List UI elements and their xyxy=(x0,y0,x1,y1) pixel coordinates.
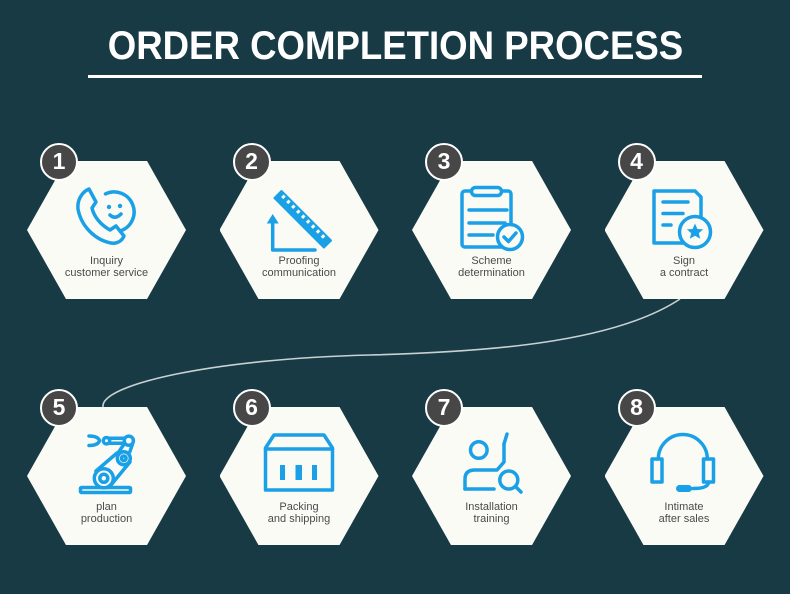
robot-arm-icon xyxy=(78,434,135,495)
step-label-line: Inquiry xyxy=(89,255,124,267)
step-label-line: communication xyxy=(262,266,336,279)
step-label: Installation training xyxy=(412,501,571,525)
package-box-icon xyxy=(263,433,335,492)
step-2: Proofing communication 2 xyxy=(219,143,379,299)
step-label-line: after sales xyxy=(658,512,710,525)
phone-smiley-icon xyxy=(75,187,136,245)
step-label-line: customer service xyxy=(64,266,149,279)
step-1: Inquiry customer service 1 xyxy=(27,143,186,299)
contract-star-icon xyxy=(652,189,713,250)
clipboard-check-icon xyxy=(459,185,524,252)
step-number-badge: 3 xyxy=(425,143,463,181)
step-label: Inquiry customer service xyxy=(27,255,186,279)
connector-path xyxy=(102,298,681,408)
step-4: Sign a contract 4 xyxy=(604,143,764,299)
step-label: Packing and shipping xyxy=(220,501,379,525)
ruler-angle-icon xyxy=(266,190,332,252)
step-number-badge: 5 xyxy=(40,389,78,427)
step-label-line: Intimate xyxy=(664,501,704,513)
step-label-line: a contract xyxy=(659,266,709,279)
headset-icon xyxy=(650,432,716,492)
step-label-line: training xyxy=(473,512,510,525)
step-6: Packing and shipping 6 xyxy=(219,389,379,545)
step-label-line: Packing xyxy=(279,501,319,513)
step-number-badge: 7 xyxy=(425,389,463,427)
step-number-badge: 6 xyxy=(232,389,271,427)
step-label: Intimate after sales xyxy=(605,501,764,525)
title-underline xyxy=(88,75,702,78)
step-number-badge: 8 xyxy=(617,389,656,427)
page-title-text: ORDER COMPLETION PROCESS xyxy=(107,24,683,68)
step-5: plan production 5 xyxy=(27,389,186,545)
step-3: Scheme determination 3 xyxy=(412,143,571,299)
step-hexagon xyxy=(219,161,379,299)
step-number-badge: 2 xyxy=(232,143,271,181)
step-number-badge: 4 xyxy=(617,143,656,181)
step-hexagon xyxy=(604,407,764,545)
step-label-line: Proofing xyxy=(278,255,320,267)
step-label-line: Sign xyxy=(672,255,696,267)
step-7: Installation training 7 xyxy=(412,389,571,545)
person-search-icon xyxy=(462,432,523,494)
step-label: Proofing communication xyxy=(220,255,379,279)
step-label-line: production xyxy=(80,512,133,525)
step-label-line: determination xyxy=(458,266,525,279)
page-title: ORDER COMPLETION PROCESS xyxy=(0,23,790,69)
step-number-badge: 1 xyxy=(40,143,78,181)
step-label-line: plan xyxy=(96,501,117,513)
step-hexagon xyxy=(412,161,571,299)
step-label: Sign a contract xyxy=(605,255,764,279)
step-label: Scheme determination xyxy=(412,255,571,279)
step-hexagon xyxy=(412,407,571,545)
step-8: Intimate after sales 8 xyxy=(604,389,764,545)
step-label-line: Installation xyxy=(465,501,518,513)
step-label-line: and shipping xyxy=(267,512,331,525)
step-label: plan production xyxy=(27,501,186,525)
step-label-line: Scheme xyxy=(471,255,512,267)
